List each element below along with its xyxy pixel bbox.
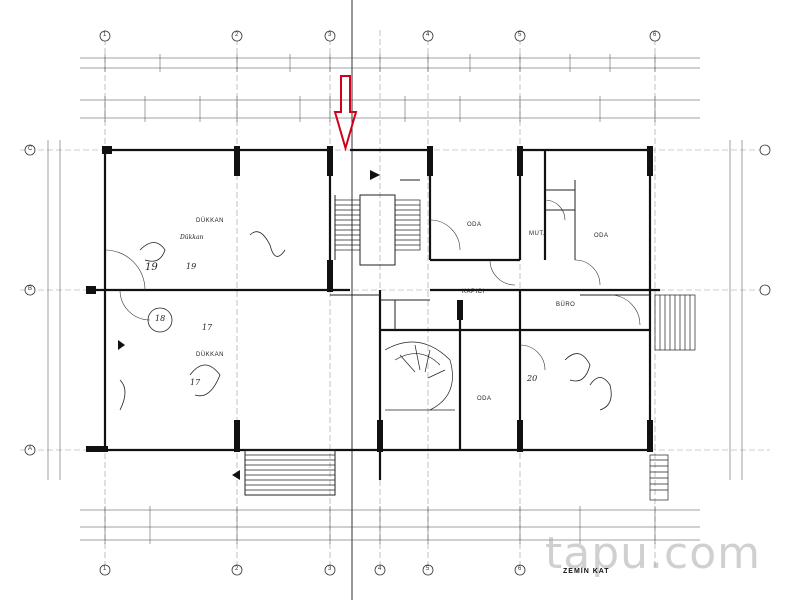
door-swings [104, 199, 641, 371]
axis-bubbles [24, 30, 771, 576]
axis-bottom-3: 3 [328, 566, 332, 572]
hand-number-18: 18 [155, 314, 166, 323]
hand-number-17b: 17 [190, 378, 201, 387]
axis-top-1: 1 [103, 32, 107, 38]
axis-left-a: A [28, 446, 33, 452]
axis-bottom-4: 4 [378, 566, 382, 572]
hand-number-17a: 17 [202, 323, 213, 332]
axis-top-3: 3 [328, 32, 332, 38]
axis-top-4: 4 [426, 32, 430, 38]
dimension-lines [47, 57, 743, 541]
plan-title: ZEMİN KAT [563, 568, 610, 575]
section-markers [118, 170, 380, 480]
room-label-shop-mid: DÜKKAN [196, 352, 225, 358]
room-label-shop-top: DÜKKAN [196, 218, 225, 224]
stairs [244, 199, 696, 501]
red-arrow-marker [333, 75, 358, 152]
spiral-stair [384, 341, 455, 411]
axis-top-5: 5 [518, 32, 522, 38]
tapu-watermark: tapu.com [545, 528, 761, 579]
dimension-ticks [104, 54, 656, 544]
hand-number-19a: 19 [186, 262, 197, 271]
room-label-oda-1: ODA [467, 222, 482, 228]
secondary-walls [330, 179, 650, 330]
handwritten-marks [119, 231, 612, 411]
hand-number-20: 20 [527, 374, 538, 383]
hand-number-19b: 19 [145, 262, 158, 273]
axis-left-b: B [28, 286, 33, 292]
columns [86, 146, 653, 452]
axis-top-6: 6 [653, 32, 657, 38]
axis-bottom-1: 1 [103, 566, 107, 572]
axis-left-c: C [28, 146, 33, 152]
room-sublabel-shop-top: Dükkan [180, 234, 204, 241]
room-label-mut: MUT. [529, 231, 545, 237]
axis-top-2: 2 [235, 32, 239, 38]
room-label-oda-2: ODA [594, 233, 609, 239]
room-label-oda-3: ODA [477, 396, 492, 402]
room-label-kapici: KAPICI [462, 289, 485, 295]
room-label-buro: BÜRO [556, 302, 576, 308]
axis-bottom-2: 2 [235, 566, 239, 572]
axis-bottom-6: 6 [518, 566, 522, 572]
axis-bottom-5: 5 [426, 566, 430, 572]
